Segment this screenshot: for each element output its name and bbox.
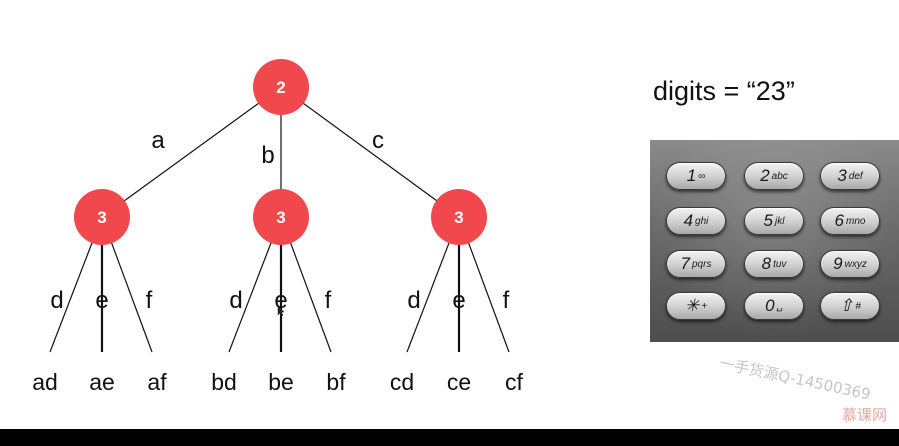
bottom-black-bar bbox=[0, 429, 899, 446]
tree-node bbox=[431, 189, 487, 245]
keypad-key-letters: # bbox=[855, 300, 861, 312]
tree-node-root bbox=[253, 59, 309, 115]
tree-node bbox=[74, 189, 130, 245]
tree-node-label: 2 bbox=[276, 78, 285, 97]
leaf-combination: be bbox=[268, 369, 294, 395]
tree-edge bbox=[280, 86, 460, 218]
keypad-key-digit: ✳ bbox=[684, 296, 700, 315]
watermark-text: 一手货源Q-14500369 bbox=[717, 353, 873, 404]
edge-label: e bbox=[274, 287, 287, 314]
tree-edge bbox=[101, 86, 282, 218]
keypad-key-letters: wxyz bbox=[844, 258, 867, 270]
keypad-key-letters: ␣ bbox=[776, 300, 783, 312]
keypad-key: ✳+ bbox=[666, 292, 726, 320]
keypad-key-digit: 1 bbox=[686, 166, 697, 185]
leaf-combination: ad bbox=[32, 369, 58, 395]
keypad-key-digit: 4 bbox=[683, 211, 694, 230]
keypad-key: 1∞ bbox=[666, 162, 726, 190]
edge-label: f bbox=[325, 287, 332, 314]
keypad-key: ⇧# bbox=[820, 292, 880, 320]
keypad-key-letters: jkl bbox=[775, 215, 785, 227]
keypad-key-letters: ∞ bbox=[698, 170, 706, 182]
keypad-key-letters: ghi bbox=[695, 215, 709, 227]
watermark-logo: 慕课网 bbox=[842, 406, 888, 424]
tree-node-label: 3 bbox=[276, 208, 285, 227]
digits-input-label: digits = “23” bbox=[653, 76, 795, 106]
keypad-key: 0␣ bbox=[744, 292, 804, 320]
tree-node-label: 3 bbox=[97, 208, 106, 227]
keypad-key-digit: 0 bbox=[765, 296, 775, 315]
leaf-combination: cf bbox=[505, 369, 524, 395]
edge-label: a bbox=[151, 127, 165, 154]
keypad-key-digit: 8 bbox=[761, 254, 772, 273]
edge-label: f bbox=[503, 287, 510, 314]
keypad-key-digit: ⇧ bbox=[839, 296, 854, 315]
edge-label: f bbox=[146, 287, 153, 314]
leaf-combination: cd bbox=[390, 369, 414, 395]
mouse-cursor-icon bbox=[277, 305, 285, 317]
keypad-key-letters: abc bbox=[771, 170, 788, 182]
edge-label: d bbox=[407, 287, 420, 314]
keypad-key-digit: 9 bbox=[833, 254, 843, 273]
leaf-combination: bd bbox=[211, 369, 237, 395]
keypad-key-letters: def bbox=[848, 170, 863, 182]
leaf-combination: ce bbox=[447, 369, 471, 395]
leaf-combination: ae bbox=[89, 369, 115, 395]
edge-label: d bbox=[50, 287, 63, 314]
keypad-key-digit: 3 bbox=[837, 166, 847, 185]
edge-label: e bbox=[95, 287, 108, 314]
keypad-key-letters: + bbox=[701, 300, 708, 312]
tree-node bbox=[253, 189, 309, 245]
leaf-combination: af bbox=[147, 369, 167, 395]
leaf-combination: bf bbox=[326, 369, 346, 395]
keypad-key-digit: 7 bbox=[680, 254, 690, 273]
keypad-key-digit: 6 bbox=[834, 211, 844, 230]
edge-label: b bbox=[261, 142, 274, 169]
edge-label: c bbox=[372, 127, 384, 154]
tree-node-label: 3 bbox=[454, 208, 463, 227]
keypad-key-letters: mno bbox=[846, 215, 866, 227]
edge-label: e bbox=[452, 287, 465, 314]
edge-label: d bbox=[229, 287, 242, 314]
keypad-key-letters: tuv bbox=[773, 258, 787, 270]
keypad-key-digit: 2 bbox=[760, 166, 770, 185]
keypad-key-letters: pqrs bbox=[692, 258, 712, 270]
keypad-key-digit: 5 bbox=[763, 211, 773, 230]
